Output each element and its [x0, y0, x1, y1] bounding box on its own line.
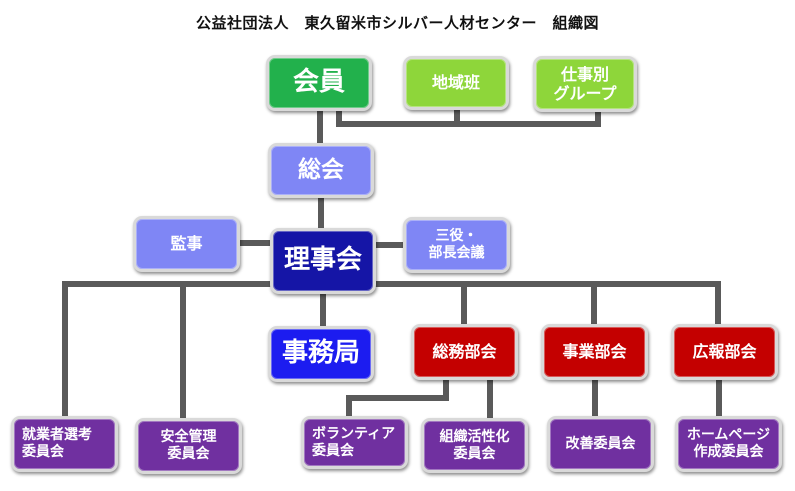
node-volunteer-committee: ボランティア 委員会 [301, 416, 408, 469]
node-general-affairs: 総務部会 [411, 324, 518, 380]
node-area-groups: 地域班 [403, 56, 509, 110]
node-job-groups: 仕事別 グループ [533, 56, 637, 112]
node-improvement-committee: 改善委員会 [547, 416, 654, 472]
node-business: 事業部会 [541, 324, 648, 380]
node-public-relations: 広報部会 [671, 324, 778, 380]
node-executive-meeting: 三役・ 部長会議 [403, 217, 510, 273]
node-general-assembly: 総会 [268, 143, 374, 198]
connector-volunteer [346, 375, 449, 421]
chart-title: 公益社団法人 東久留米市シルバー人材センター 組織図 [195, 14, 599, 32]
node-auditor: 監事 [133, 216, 240, 272]
node-safety-committee: 安全管理 委員会 [135, 418, 242, 474]
connector-main-bar [62, 281, 721, 428]
connector-members-groups [336, 107, 601, 127]
node-members: 会員 [266, 55, 372, 111]
node-homepage-committee: ホームページ 作成委員会 [675, 416, 782, 472]
node-activation-committee: 組織活性化 委員会 [421, 418, 528, 473]
node-board: 理事会 [270, 228, 376, 294]
node-secretariat: 事務局 [268, 326, 374, 382]
node-worker-selection-committee: 就業者選考 委員会 [11, 416, 118, 472]
